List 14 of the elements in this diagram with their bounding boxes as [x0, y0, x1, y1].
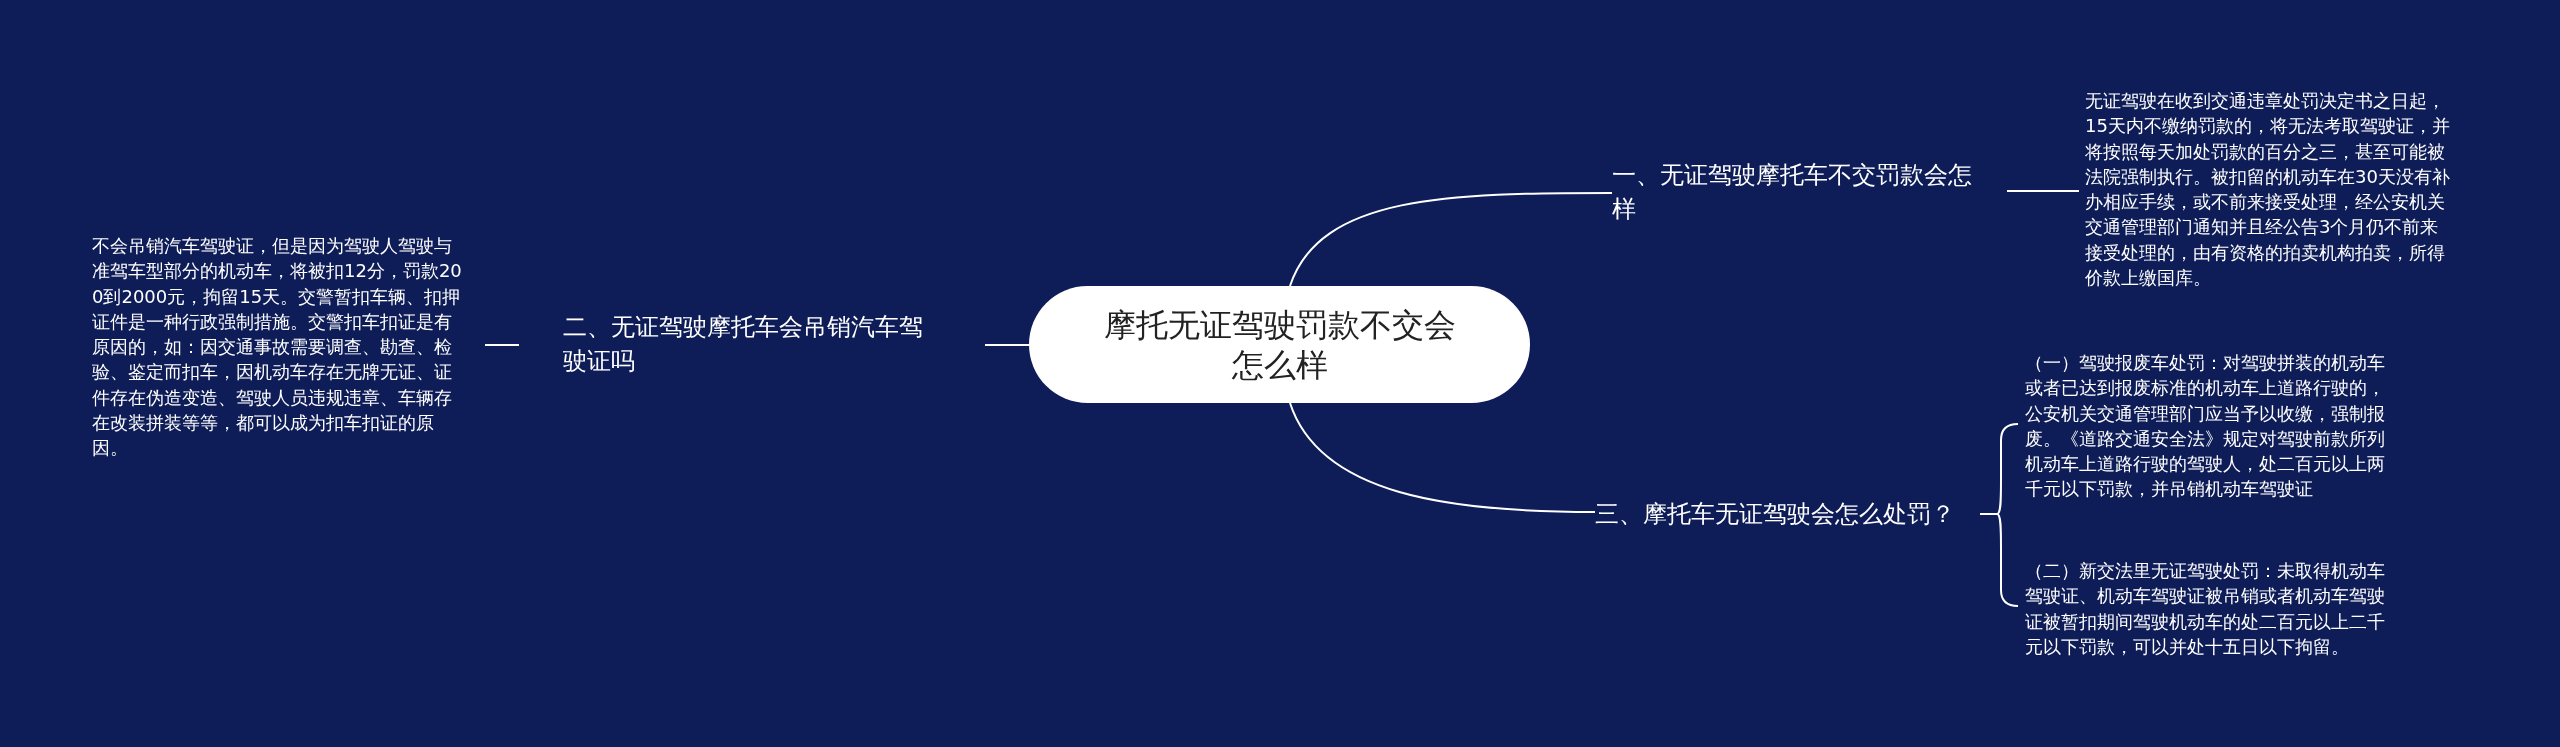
detail-text: （一）驾驶报废车处罚：对驾驶拼装的机动车或者已达到报废标准的机动车上道路行驶的，公安机关交通管理部门应当予以收缴，强制报废。《道路交通安全法》规定对驾驶前款所列机动车上道路行驶的驾驶人，处二百元以上两千元以下罚款，并吊销机动车驾驶证 — [2018, 350, 2391, 502]
connector-line — [1289, 192, 1613, 287]
branch-label: 二、无证驾驶摩托车会吊销汽车驾驶证吗 — [519, 310, 985, 378]
connector-line — [2006, 190, 2080, 192]
branch-label: 三、摩托车无证驾驶会怎么处罚？ — [1595, 497, 1980, 531]
central-topic-pill: 摩托无证驾驶罚款不交会怎么样 — [1029, 286, 1530, 403]
connector-line — [984, 344, 1030, 346]
detail-text: （二）新交法里无证驾驶处罚：未取得机动车驾驶证、机动车驾驶证被吊销或者机动车驾驶证被暂扣期间驾驶机动车的处二百元以上二千元以下罚款，可以并处十五日以下拘留。 — [2018, 558, 2391, 660]
connector-line — [484, 344, 520, 346]
connector-line — [1979, 513, 2019, 607]
detail-text: 无证驾驶在收到交通违章处罚决定书之日起，15天内不缴纳罚款的，将无法考取驾驶证，并将按照每天加处罚款的百分之三，甚至可能被法院强制执行。被扣留的机动车在30天没有补办相应手续，或不前来接受处理，经公安机关交通管理部门通知并且经公告3个月仍不前来接受处理的，由有资格的拍卖机构拍卖，所得价款上缴国库。 — [2078, 88, 2451, 291]
branch-label: 一、无证驾驶摩托车不交罚款会怎样 — [1612, 158, 2008, 226]
connector-line — [1289, 402, 1596, 513]
detail-text: 不会吊销汽车驾驶证，但是因为驾驶人驾驶与准驾车型部分的机动车，将被扣12分，罚款200到2000元，拘留15天。交警暂扣车辆、扣押证件是一种行政强制措施。交警扣车扣证是有原因的，如：因交通事故需要调查、勘查、检验、鉴定而扣车，因机动车存在无牌无证、证件存在伪造变造、驾驶人员违规违章、车辆存在改装拼装等等，都可以成为扣车扣证的原因。 — [92, 233, 485, 461]
